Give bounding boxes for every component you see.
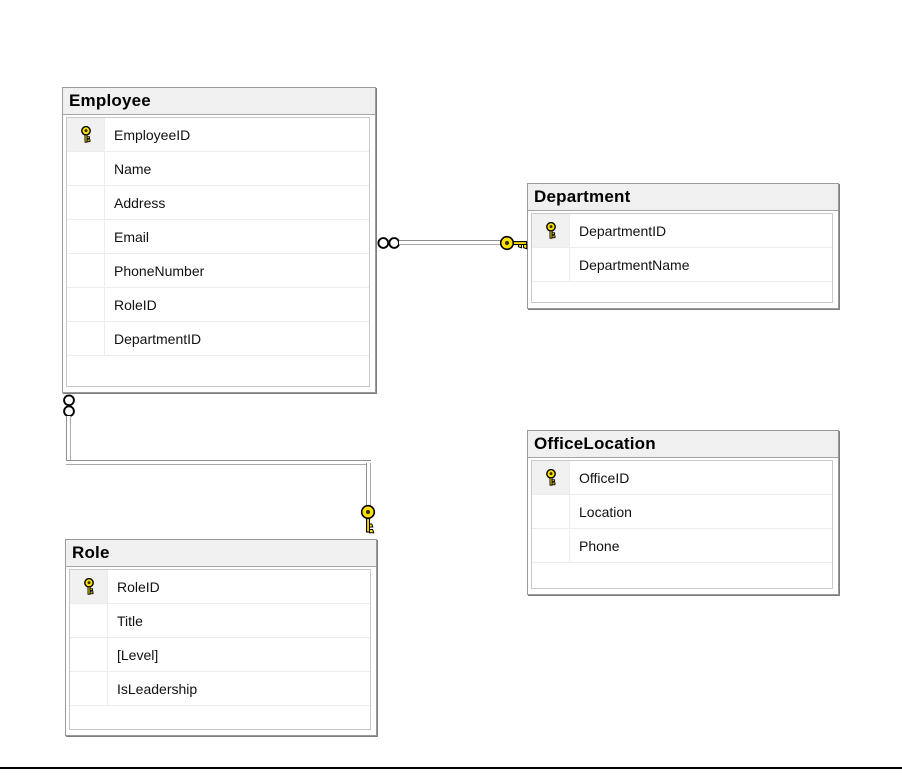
connector-line[interactable] (399, 240, 501, 245)
table-role[interactable]: Role RoleID Title [Level] IsLeadership (65, 539, 377, 736)
table-employee-title[interactable]: Employee (63, 88, 375, 115)
table-row[interactable]: Phone (532, 529, 832, 563)
column-name: DepartmentName (579, 256, 690, 273)
table-row[interactable]: PhoneNumber (67, 254, 369, 288)
many-cardinality-infinity-icon (377, 237, 401, 249)
connector-line[interactable] (66, 460, 371, 465)
table-row[interactable]: Address (67, 186, 369, 220)
column-name: Address (114, 194, 166, 211)
row-selector-cell (67, 288, 105, 321)
primary-key-cell (67, 118, 105, 151)
column-name: IsLeadership (117, 680, 198, 697)
primary-key-icon (545, 469, 556, 486)
column-name: Title (117, 612, 143, 629)
primary-key-cell (532, 214, 570, 247)
table-row[interactable]: EmployeeID (67, 118, 369, 152)
many-cardinality-infinity-icon (63, 394, 75, 418)
table-role-columns: RoleID Title [Level] IsLeadership (69, 569, 371, 730)
table-employee-columns: EmployeeID Name Address Email PhoneNumbe… (66, 117, 370, 387)
connector-line[interactable] (66, 416, 71, 464)
row-selector-cell (67, 322, 105, 355)
table-row[interactable]: Name (67, 152, 369, 186)
column-name: RoleID (114, 296, 157, 313)
table-officelocation-columns: OfficeID Location Phone (531, 460, 833, 589)
row-selector-cell (532, 529, 570, 562)
bottom-divider (0, 767, 902, 769)
row-selector-cell (67, 152, 105, 185)
column-name: Name (114, 160, 152, 177)
row-selector-cell (70, 604, 108, 637)
table-row[interactable]: DepartmentID (67, 322, 369, 356)
column-name: [Level] (117, 646, 159, 663)
table-row[interactable]: Title (70, 604, 370, 638)
column-name: DepartmentID (579, 222, 667, 239)
table-row[interactable]: RoleID (70, 570, 370, 604)
table-row[interactable]: RoleID (67, 288, 369, 322)
table-row[interactable]: OfficeID (532, 461, 832, 495)
row-selector-cell (70, 638, 108, 671)
one-cardinality-key-icon (499, 235, 528, 251)
one-cardinality-key-icon (360, 504, 376, 534)
table-row[interactable]: DepartmentName (532, 248, 832, 282)
row-selector-cell (67, 186, 105, 219)
column-name: RoleID (117, 578, 160, 595)
row-selector-cell (67, 254, 105, 287)
table-row[interactable]: Location (532, 495, 832, 529)
column-name: Email (114, 228, 150, 245)
connector-line[interactable] (366, 463, 371, 507)
primary-key-icon (545, 222, 556, 239)
primary-key-icon (80, 126, 91, 143)
table-role-title[interactable]: Role (66, 540, 376, 567)
table-row[interactable]: Email (67, 220, 369, 254)
table-row[interactable]: DepartmentID (532, 214, 832, 248)
primary-key-cell (532, 461, 570, 494)
table-department-title[interactable]: Department (528, 184, 838, 211)
row-selector-cell (70, 672, 108, 705)
primary-key-icon (83, 578, 94, 595)
table-row[interactable]: IsLeadership (70, 672, 370, 706)
column-name: OfficeID (579, 469, 630, 486)
row-selector-cell (67, 220, 105, 253)
primary-key-cell (70, 570, 108, 603)
row-selector-cell (532, 248, 570, 281)
column-name: Phone (579, 537, 620, 554)
row-selector-cell (532, 495, 570, 528)
table-department-columns: DepartmentID DepartmentName (531, 213, 833, 303)
column-name: PhoneNumber (114, 262, 205, 279)
table-row[interactable]: [Level] (70, 638, 370, 672)
table-officelocation-title[interactable]: OfficeLocation (528, 431, 838, 458)
column-name: EmployeeID (114, 126, 191, 143)
table-employee[interactable]: Employee EmployeeID Name Address Email P… (62, 87, 376, 393)
table-department[interactable]: Department DepartmentID DepartmentName (527, 183, 839, 309)
column-name: DepartmentID (114, 330, 202, 347)
column-name: Location (579, 503, 632, 520)
table-officelocation[interactable]: OfficeLocation OfficeID Location Phone (527, 430, 839, 595)
